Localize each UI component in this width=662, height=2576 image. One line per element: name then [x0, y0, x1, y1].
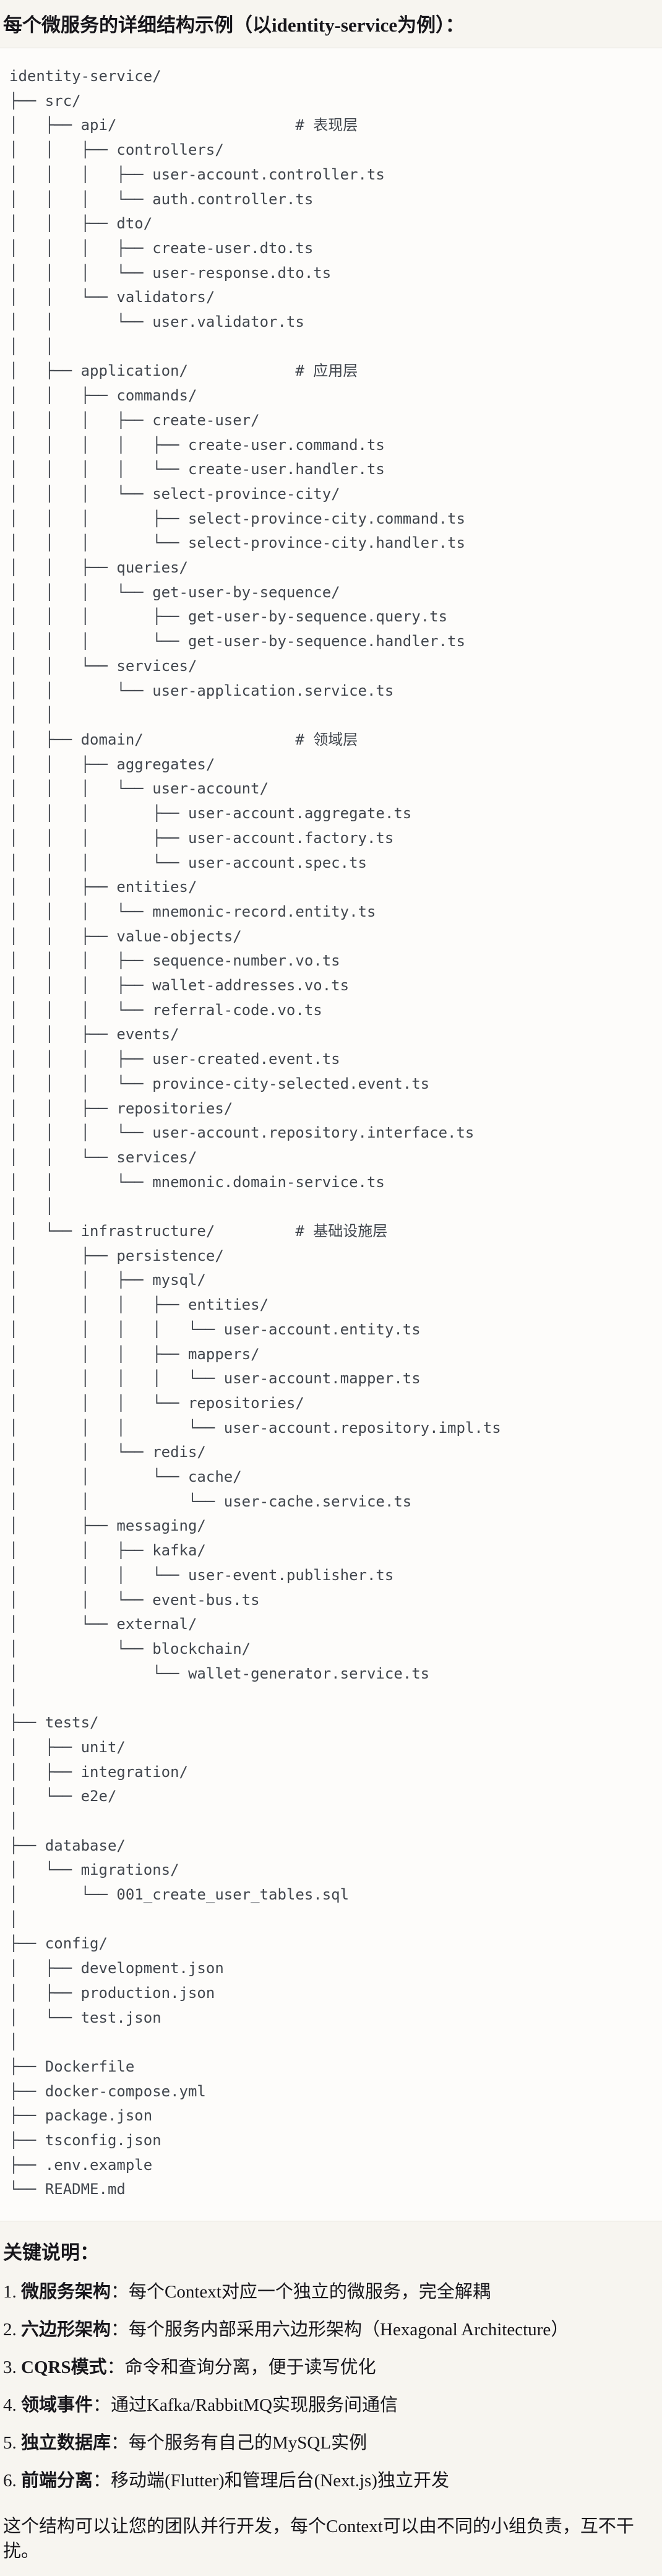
note-text: ：每个服务有自己的MySQL实例: [111, 2433, 368, 2453]
page-title: 每个微服务的详细结构示例（以identity-service为例）：: [3, 14, 465, 36]
note-number: 5.: [3, 2433, 21, 2453]
file-tree: identity-service/ ├── src/ │ ├── api/ # …: [9, 67, 501, 2198]
note-item-1: 1. 微服务架构：每个Context对应一个独立的微服务，完全解耦: [3, 2280, 659, 2304]
note-label: 微服务架构: [21, 2282, 111, 2302]
note-number: 2.: [3, 2320, 21, 2340]
note-item-4: 4. 领域事件：通过Kafka/RabbitMQ实现服务间通信: [3, 2393, 659, 2418]
note-text: ：通过Kafka/RabbitMQ实现服务间通信: [93, 2395, 398, 2416]
notes-section: 关键说明： 1. 微服务架构：每个Context对应一个独立的微服务，完全解耦 2…: [0, 2240, 662, 2576]
note-label: 六边形架构: [21, 2320, 111, 2340]
note-label: 领域事件: [21, 2395, 93, 2416]
note-number: 6.: [3, 2471, 21, 2491]
notes-list: 1. 微服务架构：每个Context对应一个独立的微服务，完全解耦 2. 六边形架…: [3, 2280, 659, 2493]
note-item-3: 3. CQRS模式：命令和查询分离，便于读写优化: [3, 2355, 659, 2380]
note-number: 3.: [3, 2358, 21, 2378]
note-number: 1.: [3, 2282, 21, 2302]
note-text: ：命令和查询分离，便于读写优化: [106, 2358, 376, 2378]
note-item-6: 6. 前端分离：移动端(Flutter)和管理后台(Next.js)独立开发: [3, 2468, 659, 2493]
note-label: 前端分离: [21, 2471, 93, 2491]
code-block: identity-service/ ├── src/ │ ├── api/ # …: [0, 48, 662, 2222]
notes-heading: 关键说明：: [3, 2242, 99, 2264]
note-number: 4.: [3, 2395, 21, 2416]
note-label: 独立数据库: [21, 2433, 111, 2453]
footer-note: 这个结构可以让您的团队并行开发，每个Context可以由不同的小组负责，互不干扰…: [3, 2517, 634, 2562]
note-label: CQRS模式: [21, 2358, 107, 2378]
note-text: ：移动端(Flutter)和管理后台(Next.js)独立开发: [93, 2471, 449, 2491]
note-text: ：每个Context对应一个独立的微服务，完全解耦: [111, 2282, 491, 2302]
note-item-2: 2. 六边形架构：每个服务内部采用六边形架构（Hexagonal Archite…: [3, 2317, 659, 2342]
note-text: ：每个服务内部采用六边形架构（Hexagonal Architecture）: [111, 2320, 569, 2340]
note-item-5: 5. 独立数据库：每个服务有自己的MySQL实例: [3, 2431, 659, 2455]
